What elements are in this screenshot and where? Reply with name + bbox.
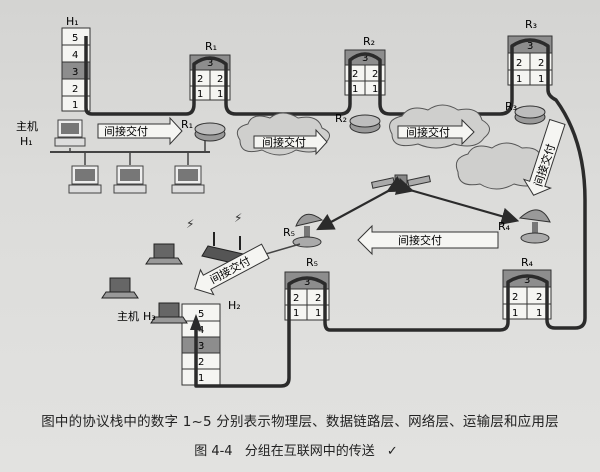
- r5-layer-1a: 1: [293, 308, 299, 319]
- host-h3-label: 主机: [117, 309, 139, 323]
- laptop-icon: [145, 243, 183, 265]
- r4-layer-2a: 2: [512, 292, 518, 303]
- h1-label: H₁: [66, 15, 79, 28]
- figure-caption: 图 4-4 分组在互联网中的传送 ✓: [0, 440, 600, 459]
- r4-dish-icon: [518, 209, 551, 244]
- r1-label-top: R₁: [205, 40, 217, 53]
- r1-layer-2b: 2: [217, 74, 223, 85]
- r2-label: R₂: [335, 112, 347, 125]
- r3-layer-2b: 2: [538, 58, 544, 69]
- r4-label: R₄: [498, 220, 511, 233]
- router-r2-icon: [349, 114, 381, 134]
- indirect-delivery-label-1: 间接交付: [104, 124, 148, 138]
- satellite-link-right: [394, 177, 520, 225]
- r3-label: R₃: [505, 100, 517, 113]
- r2-layer-1b: 1: [372, 84, 378, 95]
- r1-layer-3: 3: [207, 58, 213, 69]
- r5-layer-2b: 2: [315, 293, 321, 304]
- r2-layer-3: 3: [362, 53, 368, 64]
- r3-label-top: R₃: [525, 18, 537, 31]
- r3-layer-1b: 1: [538, 74, 544, 85]
- r3-layer-3: 3: [527, 41, 533, 52]
- satellite-icon: [371, 174, 431, 190]
- h2-layer-4: 4: [198, 325, 204, 336]
- indirect-delivery-label-3: 间接交付: [406, 125, 450, 139]
- indirect-delivery-arrow-6: 间接交付: [194, 243, 270, 296]
- satellite-link-left: [316, 175, 406, 231]
- r1-label: R₁: [181, 118, 193, 131]
- r2-layer-2a: 2: [352, 69, 358, 80]
- host-h1-computer-icon: [54, 119, 86, 147]
- r1-stack: R₁ 3 2 2 1 1: [189, 40, 231, 101]
- indirect-delivery-arrow-3: 间接交付: [397, 118, 475, 146]
- h1-layer-1: 1: [72, 100, 78, 111]
- figure-note: 图中的协议栈中的数字 1~5 分别表示物理层、数据链路层、网络层、运输层和应用层: [41, 414, 559, 430]
- laptop-h3-icon: [150, 302, 188, 324]
- r5-layer-2a: 2: [293, 293, 299, 304]
- h1-layer-3: 3: [72, 67, 78, 78]
- checkmark-icon: ✓: [386, 444, 398, 459]
- h2-label: H₂: [228, 299, 241, 312]
- h2-layer-1: 1: [198, 373, 204, 384]
- r3-layer-2a: 2: [516, 58, 522, 69]
- r5-label: R₅: [306, 256, 318, 269]
- wifi-signal-icon: ⚡: [234, 211, 242, 225]
- indirect-delivery-arrow-5: 间接交付: [357, 224, 499, 256]
- h2-stack: H₂ 5 4 3 2 1: [181, 299, 241, 386]
- r4-layer-2b: 2: [536, 292, 542, 303]
- h1-stack: H₁ 5 4 3 2 1: [61, 15, 91, 112]
- r2-layer-2b: 2: [372, 69, 378, 80]
- r4-stack: R₄ 3 2 2 1 1: [502, 256, 552, 320]
- h2-layer-5: 5: [198, 309, 204, 320]
- indirect-delivery-label-5: 间接交付: [398, 233, 442, 247]
- h1-layer-4: 4: [72, 50, 78, 61]
- lan-computer-icon: [113, 165, 147, 194]
- lan-computer-icon: [171, 165, 205, 194]
- h1-layer-5: 5: [72, 33, 78, 44]
- r4-layer-1a: 1: [512, 308, 518, 319]
- r5-label-dish: R₅: [283, 226, 295, 239]
- packet-path: [84, 36, 587, 388]
- indirect-delivery-arrow-2: 间接交付: [253, 128, 328, 156]
- path-arrowhead: [190, 314, 202, 330]
- router-r1-icon: [194, 122, 226, 142]
- host-h1-label: 主机: [16, 119, 38, 133]
- laptop-icon: [101, 277, 139, 299]
- figure-title: 分组在互联网中的传送: [244, 444, 375, 459]
- r4-layer-3: 3: [524, 275, 530, 286]
- wifi-signal-icon: ⚡: [186, 217, 194, 231]
- r1-layer-1b: 1: [217, 89, 223, 100]
- r3-layer-1a: 1: [516, 74, 522, 85]
- figure-number: 图 4-4: [194, 444, 233, 459]
- r4-layer-1b: 1: [536, 308, 542, 319]
- r2-label-top: R₂: [363, 35, 375, 48]
- host-h1-name: H₁: [20, 135, 33, 148]
- h2-layer-3: 3: [198, 341, 204, 352]
- lan-computer-icon: [68, 165, 102, 194]
- r5-layer-1b: 1: [315, 308, 321, 319]
- indirect-delivery-label-2: 间接交付: [262, 135, 306, 149]
- r1-layer-1a: 1: [197, 89, 203, 100]
- indirect-delivery-arrow-1: 间接交付: [97, 116, 183, 146]
- r5-layer-3: 3: [304, 277, 310, 288]
- router-r3-icon: [514, 105, 546, 125]
- h2-layer-2: 2: [198, 357, 204, 368]
- packet-transfer-figure: H₁ 5 4 3 2 1 R₁ 3 2 2 1 1 R₂ 3 2 2 1: [16, 15, 587, 388]
- h1-layer-2: 2: [72, 84, 78, 95]
- r2-layer-1a: 1: [352, 84, 358, 95]
- r1-layer-2a: 2: [197, 74, 203, 85]
- host-h3-name: H₃: [143, 310, 156, 323]
- r3-stack: R₃ 3 2 2 1 1: [507, 18, 553, 86]
- r5-dish-icon: [292, 213, 324, 248]
- r4-label-bottom: R₄: [521, 256, 534, 269]
